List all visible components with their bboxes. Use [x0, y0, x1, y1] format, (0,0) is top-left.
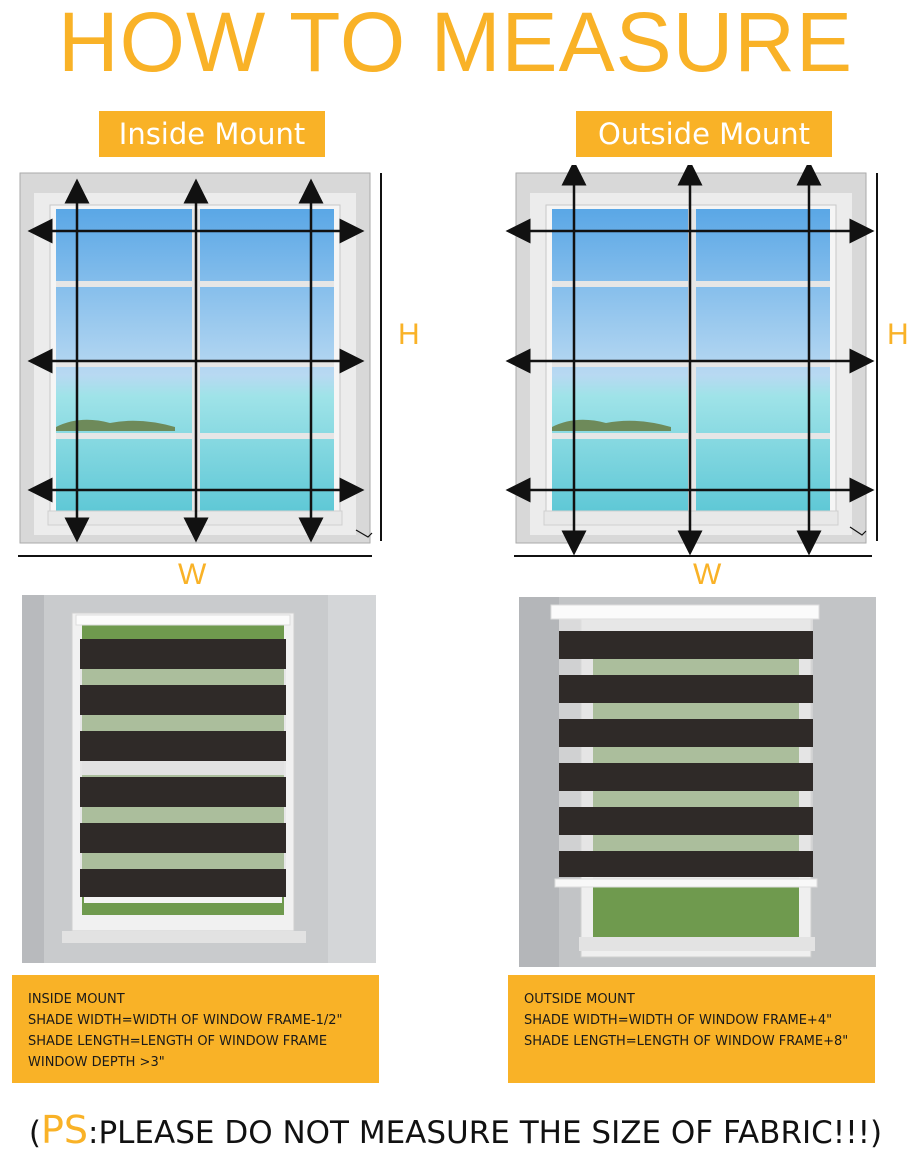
- inside-width-letter: W: [178, 558, 207, 591]
- outside-info-line: OUTSIDE MOUNT: [524, 992, 635, 1007]
- outside-info-line: SHADE WIDTH=WIDTH OF WINDOW FRAME+4": [524, 1013, 833, 1028]
- outside-mount-photo: [519, 597, 876, 967]
- inside-mount-diagram: [18, 172, 382, 557]
- outside-info-line: SHADE LENGTH=LENGTH OF WINDOW FRAME+8": [524, 1034, 849, 1049]
- inside-info-line: INSIDE MOUNT: [28, 992, 125, 1007]
- inside-mount-label: Inside Mount: [99, 111, 325, 157]
- outside-mount-diagram: [505, 165, 878, 557]
- footer-open: (: [28, 1115, 41, 1151]
- outside-mount-info: OUTSIDE MOUNT SHADE WIDTH=WIDTH OF WINDO…: [508, 975, 875, 1083]
- inside-mount-info: INSIDE MOUNT SHADE WIDTH=WIDTH OF WINDOW…: [12, 975, 379, 1083]
- footer-ps: PS: [40, 1108, 88, 1152]
- inside-info-line: SHADE LENGTH=LENGTH OF WINDOW FRAME: [28, 1034, 328, 1049]
- inside-mount-photo: [22, 595, 376, 963]
- footer-text: :PLEASE DO NOT MEASURE THE SIZE OF FABRI…: [88, 1115, 883, 1151]
- outside-width-letter: W: [693, 558, 722, 591]
- outside-height-letter: H: [887, 318, 909, 351]
- outside-mount-label: Outside Mount: [576, 111, 832, 157]
- inside-info-line: WINDOW DEPTH >3": [28, 1055, 165, 1070]
- footer-note: (PS:PLEASE DO NOT MEASURE THE SIZE OF FA…: [0, 1108, 911, 1152]
- inside-info-line: SHADE WIDTH=WIDTH OF WINDOW FRAME-1/2": [28, 1013, 343, 1028]
- page-title: HOW TO MEASURE: [58, 0, 853, 89]
- inside-height-letter: H: [398, 318, 420, 351]
